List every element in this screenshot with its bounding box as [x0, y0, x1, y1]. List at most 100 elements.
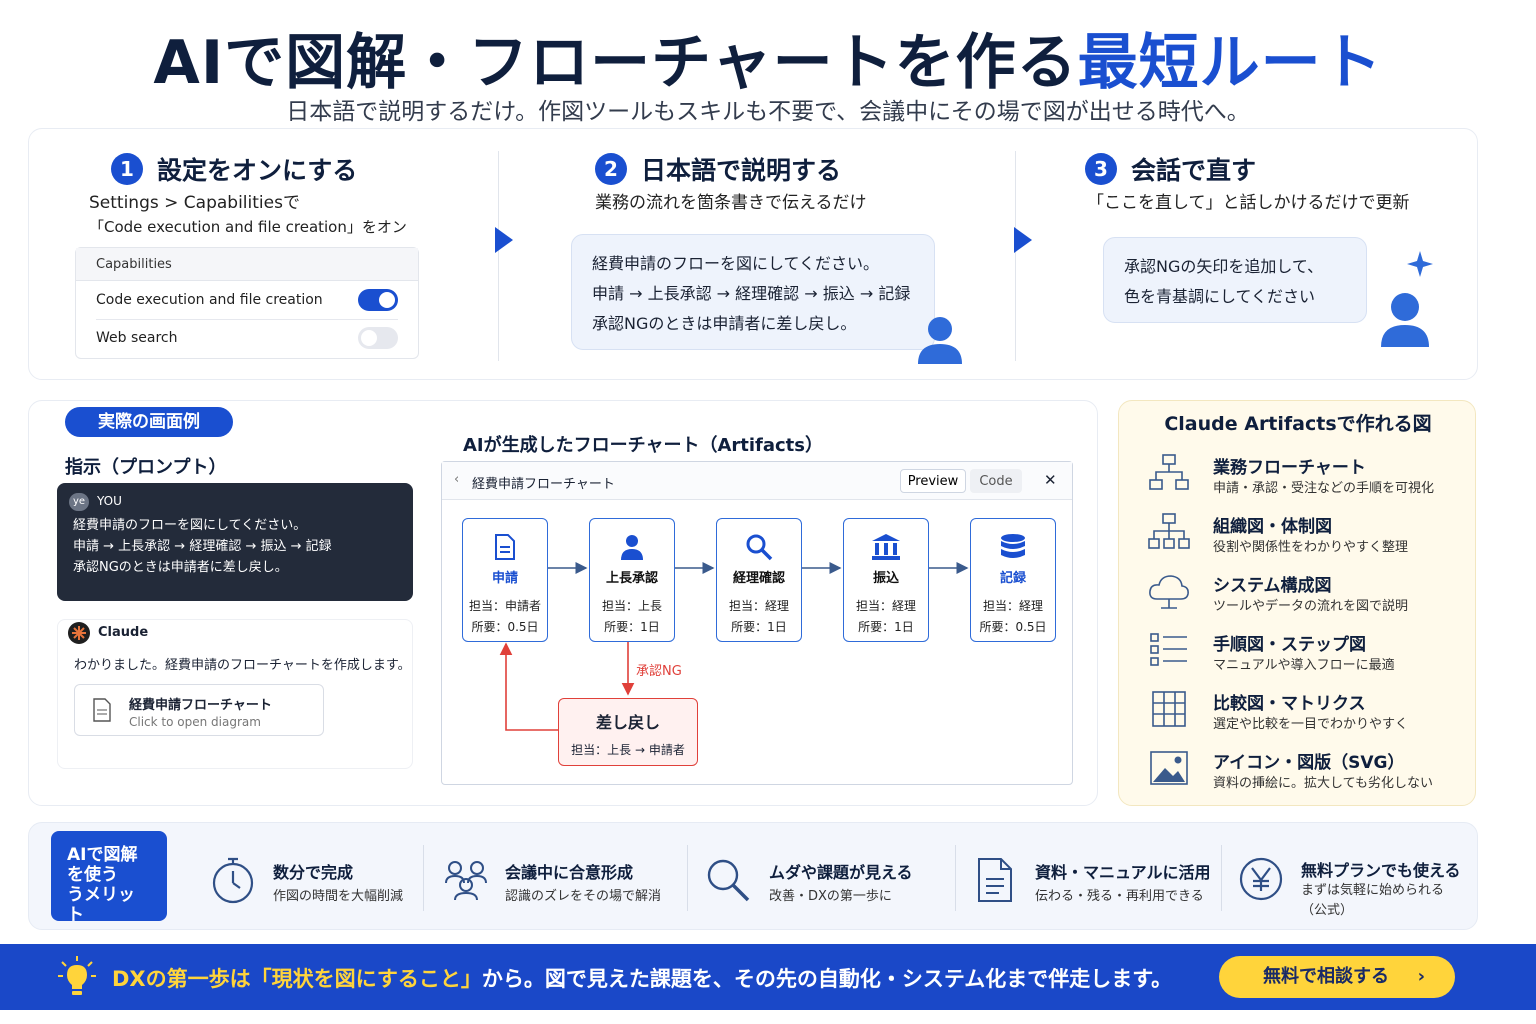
capabilities-header: Capabilities — [76, 248, 418, 281]
benefit-divider — [423, 845, 424, 911]
node-time: 所要：0.5日 — [471, 620, 539, 634]
benefit-title: 資料・マニュアルに活用 — [1035, 863, 1211, 882]
bank-icon — [872, 534, 900, 560]
flow-node-furikomi[interactable]: 振込 担当：経理所要：1日 — [843, 518, 929, 642]
user-icon — [1381, 293, 1429, 347]
node-meta: 担当：経理所要：1日 — [717, 596, 801, 638]
yen-icon — [1239, 857, 1283, 901]
artifact-titlebar: ‹ 経費申請フローチャート Preview Code ✕ — [442, 462, 1072, 500]
node-meta: 担当：上長所要：1日 — [590, 596, 674, 638]
benefit-desc: 認識のズレをその場で解消 — [505, 889, 662, 904]
node-time: 所要：0.5日 — [979, 620, 1047, 634]
sparkle-icon — [1407, 251, 1433, 277]
benefit-divider — [955, 845, 956, 911]
flow-node-shinsei[interactable]: 申請 担当：申請者所要：0.5日 — [462, 518, 548, 642]
node-name: 上長承認 — [605, 571, 658, 586]
example-pill: 実際の画面例 — [65, 407, 233, 437]
org-flow-icon — [1149, 454, 1189, 490]
step-1-title: 1 設定をオンにする — [111, 151, 357, 187]
benefit-desc: 伝わる・残る・再利用できる — [1035, 889, 1204, 904]
magnifier-icon — [746, 534, 773, 561]
user-avatar: ye — [69, 493, 89, 511]
benefit-divider — [687, 845, 688, 911]
code-exec-label: Code execution and file creation — [96, 292, 323, 308]
flow-node-joshi[interactable]: 上長承認 担当：上長所要：1日 — [589, 518, 675, 642]
node-owner: 担当：申請者 — [468, 599, 541, 613]
footer-msg-a: DXの第一歩は — [112, 967, 251, 991]
side-item-title: 組織図・体制図 — [1213, 517, 1332, 537]
flow-node-sashimodoshi[interactable]: 差し戻し 担当：上長 → 申請者 — [558, 698, 698, 766]
step-1-title-text: 設定をオンにする — [157, 156, 358, 185]
step-3-title: 3 会話で直す — [1085, 151, 1256, 187]
back-chevron-icon[interactable]: ‹ — [454, 472, 460, 487]
cap-divider — [96, 319, 398, 320]
steps-card: 1 設定をオンにする Settings > Capabilitiesで 「Cod… — [28, 128, 1478, 380]
document-icon — [495, 534, 515, 560]
benefit-desc: まずは気軽に始められる （公式） — [1301, 883, 1445, 918]
side-item-title: システム構成図 — [1213, 576, 1332, 596]
footer-banner: DXの第一歩は「現状を図にすること」から。図で見えた課題を、その先の自動化・シス… — [0, 944, 1536, 1010]
org-chart-icon — [1148, 513, 1190, 549]
flow-arrows — [499, 562, 969, 731]
flow-node-kiroku[interactable]: 記録 担当：経理所要：0.5日 — [970, 518, 1056, 642]
artifact-heading: AIが生成したフローチャート（Artifacts） — [463, 435, 823, 456]
node-name: 記録 — [999, 571, 1026, 586]
file-subtitle: Click to open diagram — [129, 715, 261, 729]
step-arrow-icon — [1014, 227, 1032, 253]
claude-message: Claude わかりました。経費申請のフローチャートを作成します。 経費申請フロ… — [57, 619, 413, 769]
node-meta: 担当：申請者所要：0.5日 — [463, 596, 547, 638]
document-icon — [93, 698, 111, 722]
lightbulb-icon — [58, 956, 96, 995]
example-card: 実際の画面例 指示（プロンプト） ye YOU 経費申請のフローを図にしてくださ… — [28, 400, 1098, 806]
step-1-desc: Settings > Capabilitiesで 「Code execution… — [89, 191, 407, 239]
user-line: 経費申請のフローを図にしてください。 — [73, 518, 307, 533]
node-name: 申請 — [491, 571, 518, 586]
claude-label: Claude — [98, 625, 149, 640]
benefit-divider — [1221, 845, 1222, 911]
code-exec-toggle[interactable] — [358, 289, 398, 311]
stopwatch-icon — [212, 857, 254, 904]
title-highlight: 最短ルート — [1077, 28, 1383, 98]
step-2-number: 2 — [595, 153, 627, 185]
user-line: 申請 → 上長承認 → 経理確認 → 振込 → 記録 — [73, 539, 332, 554]
artifact-file-card[interactable]: 経費申請フローチャート Click to open diagram — [74, 684, 324, 736]
preview-tab[interactable]: Preview — [900, 469, 966, 493]
grid-icon — [1152, 691, 1186, 727]
web-search-toggle[interactable] — [358, 327, 398, 349]
database-icon — [1001, 534, 1025, 558]
benefit-title: ムダや課題が見える — [769, 863, 913, 882]
step-2-desc: 業務の流れを箇条書きで伝えるだけ — [595, 193, 867, 213]
node-owner: 担当：経理 — [855, 599, 916, 613]
cta-label: 無料で相談する — [1263, 966, 1389, 987]
step-2-title-text: 日本語で説明する — [641, 156, 842, 185]
bubble-line: 承認NGの矢印を追加して、 — [1124, 257, 1324, 276]
side-item: 業務フローチャート 申請・承認・受注などの手順を可視化 — [1147, 453, 1434, 497]
benefit-item: 資料・マニュアルに活用 伝わる・残る・再利用できる — [977, 823, 1217, 931]
bubble-line: 色を青基調にしてください — [1124, 287, 1316, 306]
benefits-bar: AIで図解 を使う うメリット 数分で完成 作図の時間を大幅削減 会議中に合意形… — [28, 822, 1478, 930]
step-divider — [1015, 151, 1016, 361]
search-icon — [707, 859, 750, 902]
free-consultation-button[interactable]: 無料で相談する› — [1219, 956, 1455, 998]
side-item: 組織図・体制図 役割や関係性をわかりやすく整理 — [1147, 512, 1408, 556]
node-name: 経理確認 — [732, 571, 785, 586]
user-message: ye YOU 経費申請のフローを図にしてください。 申請 → 上長承認 → 経理… — [57, 483, 413, 601]
side-item-desc: マニュアルや導入フローに最適 — [1213, 658, 1395, 673]
side-item-title: アイコン・図版（SVG） — [1213, 753, 1405, 773]
node-meta: 担当：経理所要：0.5日 — [971, 596, 1055, 638]
capabilities-panel: Capabilities Code execution and file cre… — [75, 247, 419, 359]
footer-msg-b: 「現状を図にすること」 — [250, 967, 482, 991]
close-icon[interactable]: ✕ — [1044, 471, 1057, 489]
flow-node-keiri[interactable]: 経理確認 担当：経理所要：1日 — [716, 518, 802, 642]
web-search-label: Web search — [96, 330, 178, 346]
toggle-knob — [361, 330, 377, 346]
benefit-title: 無料プランでも使える — [1301, 861, 1461, 880]
image-icon — [1150, 751, 1188, 785]
code-tab[interactable]: Code — [970, 469, 1022, 493]
side-item-desc: 申請・承認・受注などの手順を可視化 — [1213, 481, 1435, 496]
cloud-icon — [1149, 575, 1189, 609]
prompt-heading: 指示（プロンプト） — [65, 457, 227, 478]
bubble-line: 経費申請のフローを図にしてください。 — [592, 254, 880, 273]
side-item-title: 業務フローチャート — [1213, 458, 1366, 478]
step-3-number: 3 — [1085, 153, 1117, 185]
